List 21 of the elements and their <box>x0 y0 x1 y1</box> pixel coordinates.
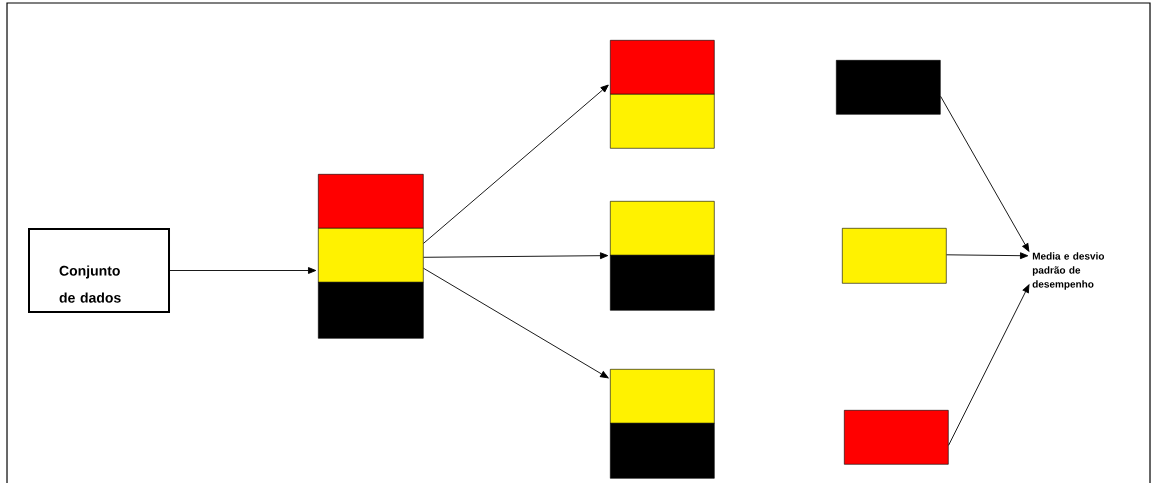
colored-block <box>610 423 715 479</box>
colored-block <box>844 410 949 465</box>
arrow <box>423 252 609 260</box>
arrow <box>423 84 609 244</box>
process-box: Conjunto de dados <box>28 228 170 313</box>
arrow <box>423 267 609 379</box>
arrow <box>948 284 1030 446</box>
colored-block <box>610 94 715 149</box>
colored-block <box>836 60 941 115</box>
colored-block <box>610 369 715 424</box>
colored-block <box>318 228 424 283</box>
arrow <box>940 95 1030 252</box>
colored-block <box>610 40 715 95</box>
colored-block <box>610 201 715 256</box>
arrow <box>946 252 1029 260</box>
colored-block <box>318 174 424 229</box>
colored-block <box>842 228 947 284</box>
colored-block <box>318 282 424 339</box>
result-text: Media e desvio padrão de desempenho <box>1032 252 1105 290</box>
arrow <box>169 267 317 274</box>
colored-block <box>610 255 715 311</box>
